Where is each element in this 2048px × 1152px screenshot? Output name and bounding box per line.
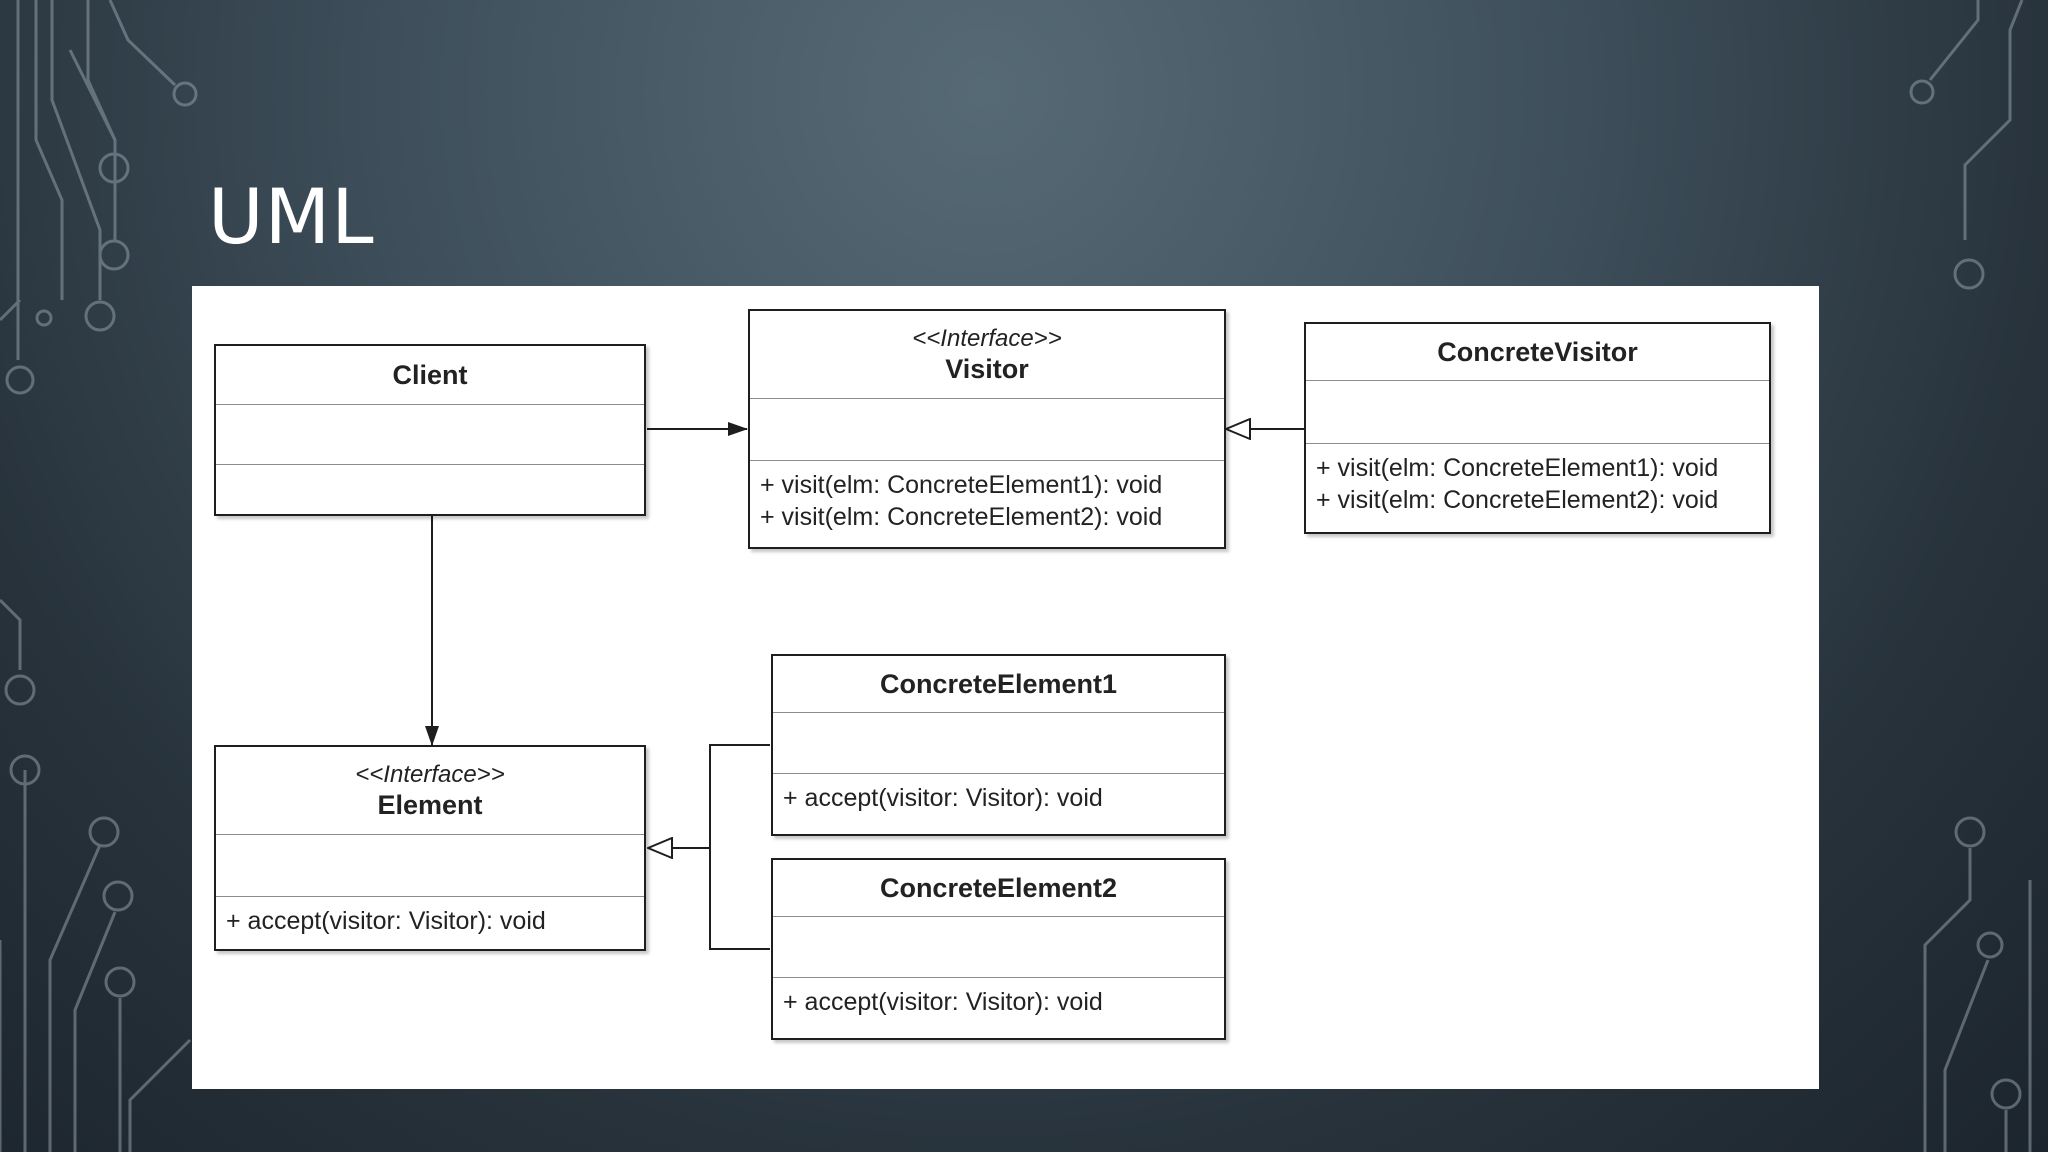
class-concrete-element1-attributes	[773, 713, 1224, 774]
class-concrete-element2-header: ConcreteElement2	[773, 860, 1224, 917]
class-element-header: <<Interface>> Element	[216, 747, 644, 835]
operation: + accept(visitor: Visitor): void	[783, 988, 1103, 1016]
class-name: Visitor	[945, 353, 1029, 384]
class-element: <<Interface>> Element + accept(visitor: …	[214, 745, 646, 951]
class-concrete-visitor: ConcreteVisitor + visit(elm: ConcreteEle…	[1304, 322, 1771, 534]
class-concrete-element2-operations: + accept(visitor: Visitor): void	[773, 978, 1224, 1038]
class-concrete-element1: ConcreteElement1 + accept(visitor: Visit…	[771, 654, 1226, 836]
class-concrete-visitor-operations: + visit(elm: ConcreteElement1): void + v…	[1306, 444, 1769, 532]
class-concrete-element1-operations: + accept(visitor: Visitor): void	[773, 774, 1224, 834]
class-concrete-visitor-header: ConcreteVisitor	[1306, 324, 1769, 381]
class-name: ConcreteVisitor	[1437, 337, 1638, 367]
operation: + accept(visitor: Visitor): void	[226, 907, 546, 935]
class-concrete-element2: ConcreteElement2 + accept(visitor: Visit…	[771, 858, 1226, 1040]
class-visitor: <<Interface>> Visitor + visit(elm: Concr…	[748, 309, 1226, 549]
class-client-header: Client	[216, 346, 644, 405]
operation: + visit(elm: ConcreteElement1): void	[760, 471, 1163, 499]
class-name: ConcreteElement2	[879, 873, 1118, 903]
class-concrete-element1-header: ConcreteElement1	[773, 656, 1224, 713]
operation: + visit(elm: ConcreteElement1): void	[1316, 454, 1719, 482]
class-visitor-operations: + visit(elm: ConcreteElement1): void + v…	[750, 461, 1224, 547]
class-visitor-header: <<Interface>> Visitor	[750, 311, 1224, 399]
class-name: ConcreteElement1	[879, 669, 1118, 699]
class-element-operations: + accept(visitor: Visitor): void	[216, 897, 644, 949]
uml-diagram-panel: Client <<Interface>> Visitor + visit(elm…	[192, 286, 1819, 1089]
class-concrete-element2-attributes	[773, 917, 1224, 978]
operation: + visit(elm: ConcreteElement2): void	[1316, 486, 1719, 514]
class-element-attributes	[216, 835, 644, 897]
class-client-attributes	[216, 405, 644, 465]
class-name: Client	[392, 360, 468, 390]
class-client: Client	[214, 344, 646, 516]
class-name: Element	[377, 789, 483, 820]
class-client-operations	[216, 465, 644, 514]
class-stereotype: <<Interface>>	[355, 760, 505, 788]
operation: + accept(visitor: Visitor): void	[783, 784, 1103, 812]
realization-concreteelements-element	[648, 744, 770, 950]
class-stereotype: <<Interface>>	[912, 324, 1062, 352]
operation: + visit(elm: ConcreteElement2): void	[760, 503, 1163, 531]
relation-edges	[425, 286, 1305, 950]
class-concrete-visitor-attributes	[1306, 381, 1769, 444]
slide-title: UML	[208, 172, 375, 261]
class-visitor-attributes	[750, 399, 1224, 461]
